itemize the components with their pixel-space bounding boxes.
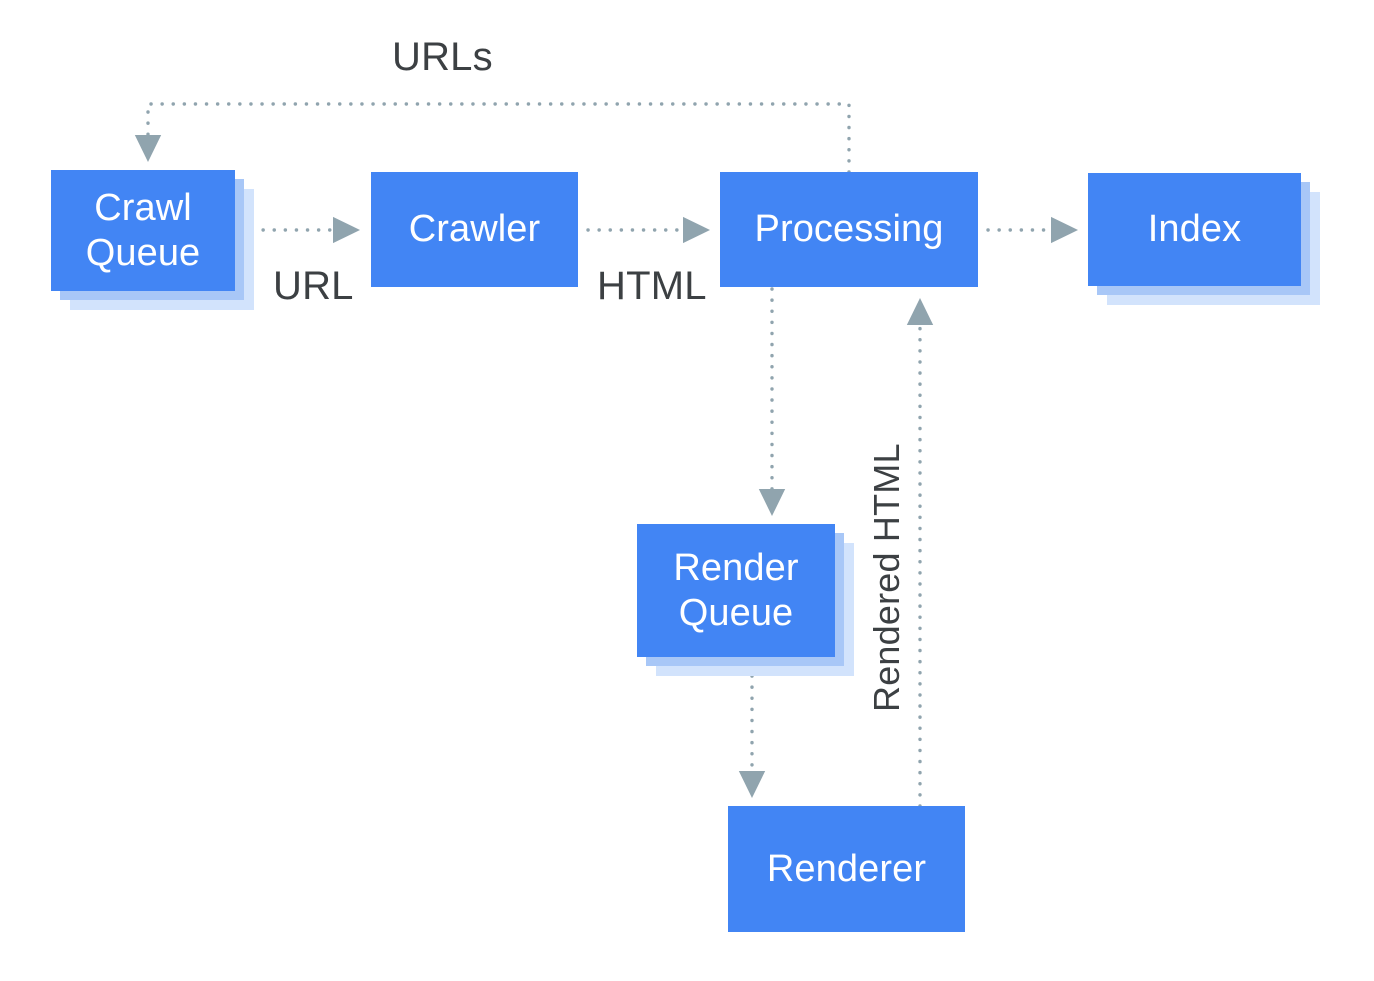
node-crawl-queue[interactable]: Crawl Queue bbox=[51, 170, 235, 291]
edge-label-url: URL bbox=[273, 264, 354, 308]
node-crawler[interactable]: Crawler bbox=[371, 172, 578, 287]
edge-label-rendered-html: Rendered HTML bbox=[866, 443, 907, 712]
node-crawler-label: Crawler bbox=[408, 208, 541, 251]
edge-label-html: HTML bbox=[597, 264, 707, 308]
node-renderer[interactable]: Renderer bbox=[728, 806, 965, 932]
edge-urls bbox=[134, 102, 851, 174]
node-crawl-queue-label-line1: Crawl bbox=[94, 186, 192, 229]
node-render-queue[interactable]: Render Queue bbox=[637, 524, 835, 657]
node-processing[interactable]: Processing bbox=[720, 172, 978, 287]
node-render-queue-label: Render Queue bbox=[673, 546, 798, 636]
edge-label-urls: URLs bbox=[392, 35, 493, 79]
node-processing-label: Processing bbox=[754, 208, 944, 251]
node-renderer-label: Renderer bbox=[766, 847, 927, 890]
node-index[interactable]: Index bbox=[1088, 173, 1301, 286]
node-render-queue-label-line2: Queue bbox=[678, 591, 794, 634]
node-crawl-queue-label: Crawl Queue bbox=[86, 186, 201, 276]
node-render-queue-label-line1: Render bbox=[673, 546, 799, 589]
node-index-label: Index bbox=[1147, 208, 1242, 251]
node-crawl-queue-label-line2: Queue bbox=[85, 231, 201, 274]
